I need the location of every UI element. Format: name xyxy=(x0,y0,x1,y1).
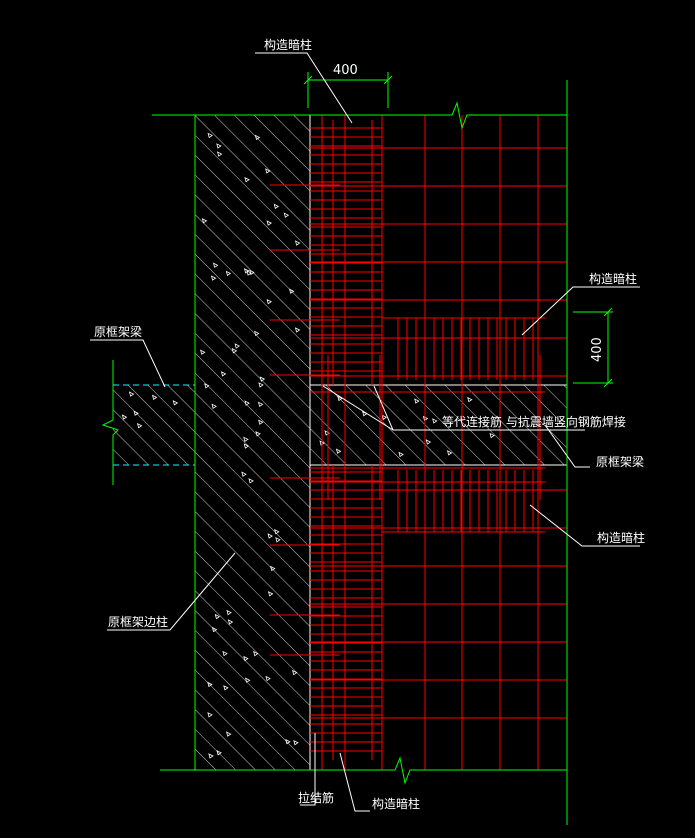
aggregate-mark xyxy=(335,448,342,454)
aggregate-mark xyxy=(283,212,290,218)
aggregate-mark xyxy=(211,403,217,409)
label-tie-bar: 拉结筋 xyxy=(298,790,334,805)
aggregate-mark xyxy=(398,451,404,458)
aggregate-mark xyxy=(243,443,250,449)
label-bottom-column: 构造暗柱 xyxy=(372,796,420,811)
aggregate-mark xyxy=(227,619,234,625)
aggregate-mark xyxy=(266,220,272,226)
label-bottom-right-column: 构造暗柱 xyxy=(597,530,645,545)
aggregate-mark xyxy=(289,288,295,294)
aggregate-mark xyxy=(231,348,238,354)
label-top-column: 构造暗柱 xyxy=(264,37,312,52)
aggregate-mark xyxy=(244,176,250,183)
aggregate-mark xyxy=(244,400,250,406)
aggregate-mark xyxy=(294,327,301,333)
aggregate-mark xyxy=(216,143,222,149)
aggregate-mark xyxy=(217,151,223,157)
aggregate-mark xyxy=(243,655,249,662)
aggregate-mark xyxy=(258,419,264,425)
dimension-top-value: 400 xyxy=(333,63,358,78)
aggregate-mark xyxy=(267,591,274,597)
aggregate-mark xyxy=(248,478,254,484)
concrete-aggregate xyxy=(121,132,495,759)
aggregate-mark xyxy=(254,330,260,337)
aggregate-mark xyxy=(246,270,252,276)
aggregate-mark xyxy=(211,626,218,633)
aggregate-mark xyxy=(425,439,432,445)
aggregate-mark xyxy=(207,712,213,718)
aggregate-mark xyxy=(294,240,301,246)
aggregate-mark xyxy=(337,395,343,402)
label-right-beam: 原框架梁 xyxy=(596,454,644,469)
aggregate-mark xyxy=(214,613,221,620)
aggregate-mark xyxy=(207,681,213,688)
aggregate-mark xyxy=(200,349,206,355)
left-beam xyxy=(113,384,195,466)
aggregate-mark xyxy=(204,383,210,389)
aggregate-mark xyxy=(220,371,227,377)
aggregate-mark xyxy=(267,533,273,539)
label-connection-note: 等代连接筋 与抗震墙竖向钢筋焊接 xyxy=(442,414,626,429)
aggregate-mark xyxy=(201,218,208,224)
aggregate-mark xyxy=(172,400,179,406)
frame-column xyxy=(194,114,311,771)
aggregate-mark xyxy=(226,731,232,737)
aggregate-mark xyxy=(234,343,240,349)
aggregate-mark xyxy=(133,410,139,416)
aggregate-mark xyxy=(275,537,281,543)
aggregate-mark xyxy=(243,436,249,442)
aggregate-mark xyxy=(225,270,232,277)
leader-lines xyxy=(90,52,640,812)
aggregate-mark xyxy=(222,650,228,657)
aggregate-mark xyxy=(292,669,298,676)
right-beam xyxy=(309,384,568,466)
aggregate-mark xyxy=(254,134,261,141)
aggregate-mark xyxy=(128,391,135,397)
label-right-column: 构造暗柱 xyxy=(589,271,637,286)
aggregate-mark xyxy=(258,382,264,388)
dimension-top xyxy=(303,72,393,108)
aggregate-mark xyxy=(213,262,219,268)
axis-lines xyxy=(101,80,568,825)
aggregate-mark xyxy=(274,529,280,535)
aggregate-mark xyxy=(293,739,299,746)
aggregate-mark xyxy=(273,203,280,210)
annotation-labels: 构造暗柱 构造暗柱 原框架梁 等代连接筋 与抗震墙竖向钢筋焊接 原框架梁 构造暗… xyxy=(94,37,645,811)
aggregate-mark xyxy=(265,168,271,174)
aggregate-mark xyxy=(266,298,272,305)
aggregate-mark xyxy=(257,401,264,407)
label-left-beam: 原框架梁 xyxy=(94,324,142,339)
aggregate-mark xyxy=(241,471,247,477)
aggregate-mark xyxy=(223,685,229,691)
aggregate-mark xyxy=(245,677,251,683)
label-frame-column: 原框架边柱 xyxy=(108,614,168,629)
aggregate-mark xyxy=(489,432,495,439)
aggregate-mark xyxy=(255,431,261,437)
rebar-grid xyxy=(270,115,567,770)
aggregate-mark xyxy=(270,565,276,572)
aggregate-mark xyxy=(467,396,473,403)
dimension-right-value: 400 xyxy=(590,337,605,362)
aggregate-mark xyxy=(432,418,438,424)
dimension-right xyxy=(573,307,613,388)
aggregate-mark xyxy=(216,750,222,756)
aggregate-mark xyxy=(414,398,420,404)
aggregate-mark xyxy=(207,132,213,139)
aggregate-mark xyxy=(210,275,217,281)
aggregate-mark xyxy=(226,609,232,616)
aggregate-mark xyxy=(208,753,214,759)
aggregate-mark xyxy=(265,675,271,682)
aggregate-mark xyxy=(446,450,453,456)
aggregate-mark xyxy=(253,650,259,657)
aggregate-mark xyxy=(151,394,158,401)
aggregate-mark xyxy=(121,414,128,420)
aggregate-mark xyxy=(259,376,266,382)
aggregate-mark xyxy=(381,414,388,421)
aggregate-mark xyxy=(285,739,291,745)
aggregate-mark xyxy=(136,422,143,429)
